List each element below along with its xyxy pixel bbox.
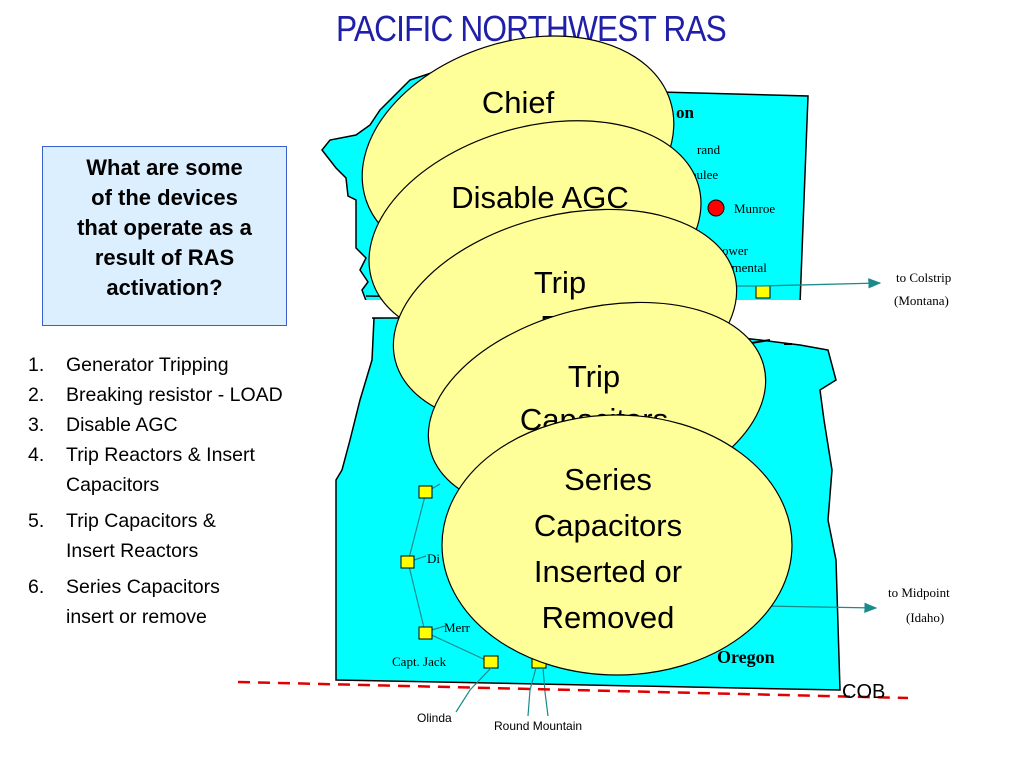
list-item: 4. Trip Reactors & Insert Capacitors <box>28 440 358 500</box>
ellipse-5-line-1: Series <box>564 462 652 497</box>
olinda-label: Olinda <box>417 711 452 725</box>
list-item: 1. Generator Tripping <box>28 350 358 380</box>
list-item-text: Series Capacitors <box>66 576 220 598</box>
list-item-number: 5. <box>28 510 45 532</box>
midpoint-label-1: to Midpoint <box>888 585 950 600</box>
list-item-text-cont: Insert Reactors <box>66 540 199 562</box>
cob-label: COB <box>842 681 885 703</box>
lower-monumental-substation <box>755 285 771 299</box>
munroe-label: Munroe <box>734 201 775 216</box>
list-item-text: Trip Capacitors & <box>66 510 216 532</box>
list-item-text: Disable AGC <box>66 414 178 436</box>
question-line-4: result of RAS <box>94 245 235 270</box>
question-line-3: that operate as a <box>77 215 252 240</box>
list-item: 3. Disable AGC <box>28 410 358 440</box>
question-line-5: activation? <box>106 275 223 300</box>
oregon-label: Oregon <box>717 647 775 667</box>
ellipse-series-capacitors: Series Capacitors Inserted or Removed <box>441 414 793 676</box>
substation-node-2 <box>400 555 415 569</box>
lower-monumental-label-1: ower <box>722 243 749 258</box>
ellipse-5-line-2: Capacitors <box>534 508 682 543</box>
substation-node-1 <box>418 485 433 499</box>
colstrip-label-2: (Montana) <box>894 293 949 308</box>
midpoint-label-2: (Idaho) <box>906 610 944 625</box>
washington-label: on <box>676 103 695 122</box>
capt-jack-label: Capt. Jack <box>392 654 447 669</box>
substation-node-3 <box>418 626 433 640</box>
merr-label: Merr <box>444 620 471 635</box>
ellipse-4-line-1: Trip <box>568 359 620 394</box>
list-item: 5. Trip Capacitors & Insert Reactors <box>28 506 358 566</box>
list-item-text-cont: Capacitors <box>66 474 160 496</box>
round-mountain-label: Round Mountain <box>494 719 582 733</box>
munroe-node <box>707 199 725 217</box>
device-list: 1. Generator Tripping 2. Breaking resist… <box>28 350 358 632</box>
list-item-number: 3. <box>28 414 45 436</box>
colstrip-label-1: to Colstrip <box>896 270 951 285</box>
ellipse-3-line-1: Trip <box>534 265 586 300</box>
list-item-number: 4. <box>28 444 45 466</box>
list-item-text: Trip Reactors & Insert <box>66 444 255 466</box>
grand-coulee-label-1: rand <box>697 142 721 157</box>
question-box: What are some of the devices that operat… <box>42 146 287 326</box>
list-item-text: Generator Tripping <box>66 354 229 376</box>
ellipse-5-line-3: Inserted or <box>534 554 682 589</box>
ellipse-1-line-1: Chief <box>482 85 555 120</box>
list-item-number: 2. <box>28 384 45 406</box>
list-item-number: 6. <box>28 576 45 598</box>
capt-jack-substation <box>483 655 499 669</box>
question-line-2: of the devices <box>91 185 238 210</box>
list-item: 2. Breaking resistor - LOAD <box>28 380 358 410</box>
di-label: Di <box>427 551 440 566</box>
ellipse-5-line-4: Removed <box>542 600 675 635</box>
grand-coulee-label-2: oulee <box>690 167 718 182</box>
cob-line <box>237 680 909 700</box>
list-item-text-cont: insert or remove <box>66 606 207 628</box>
list-item: 6. Series Capacitors insert or remove <box>28 572 358 632</box>
question-line-1: What are some <box>86 155 243 180</box>
list-item-text: Breaking resistor - LOAD <box>66 384 283 406</box>
list-item-number: 1. <box>28 354 45 376</box>
